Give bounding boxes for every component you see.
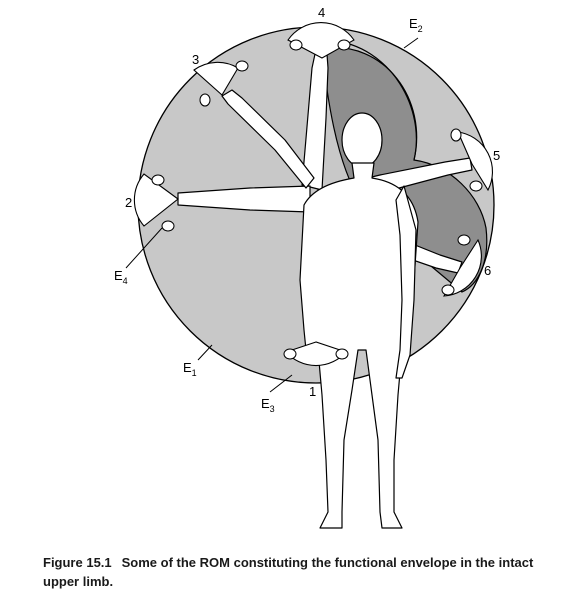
marker-6: 6 <box>484 263 491 278</box>
hand-sector-5 <box>457 131 494 192</box>
marker-1: 1 <box>309 384 316 399</box>
hand-5b <box>469 180 483 192</box>
caption-label: Figure 15.1 <box>43 555 112 570</box>
human-figure <box>177 39 473 529</box>
hand-3a <box>199 93 211 107</box>
hand-sector-2 <box>133 173 179 227</box>
arm-diagonal <box>221 89 315 189</box>
hand-sector-4 <box>287 22 355 59</box>
marker-4: 4 <box>318 5 325 20</box>
label-e1: E1 <box>183 360 197 378</box>
leader-lines <box>125 37 419 393</box>
hand-2b <box>161 220 175 232</box>
head <box>341 112 383 168</box>
hand-6a <box>457 234 471 246</box>
leader-e3 <box>269 374 293 393</box>
arm-hanging <box>395 185 417 379</box>
hand-1a <box>283 348 297 360</box>
hand-5a <box>450 128 462 142</box>
marker-2: 2 <box>125 195 132 210</box>
leader-e4 <box>125 227 163 269</box>
label-e3: E3 <box>261 396 275 414</box>
label-e2: E2 <box>409 16 423 34</box>
marker-3: 3 <box>192 52 199 67</box>
hand-1b <box>335 348 349 360</box>
hand-glyphs <box>151 39 483 360</box>
leader-e2 <box>403 37 419 49</box>
envelope-e2-boundary <box>329 39 417 161</box>
hand-4a <box>289 39 303 51</box>
leader-e1 <box>197 344 213 361</box>
rom-figure: 1 2 3 4 5 6 E1 E2 E3 E4 <box>114 5 500 529</box>
caption-text: Some of the ROM constituting the functio… <box>43 555 534 589</box>
hand-sectors <box>133 22 494 367</box>
hand-2a <box>151 174 165 186</box>
hand-3b <box>235 60 249 72</box>
label-e4: E4 <box>114 268 128 286</box>
hand-6b <box>441 284 455 296</box>
hand-4b <box>337 39 351 51</box>
marker-5: 5 <box>493 148 500 163</box>
